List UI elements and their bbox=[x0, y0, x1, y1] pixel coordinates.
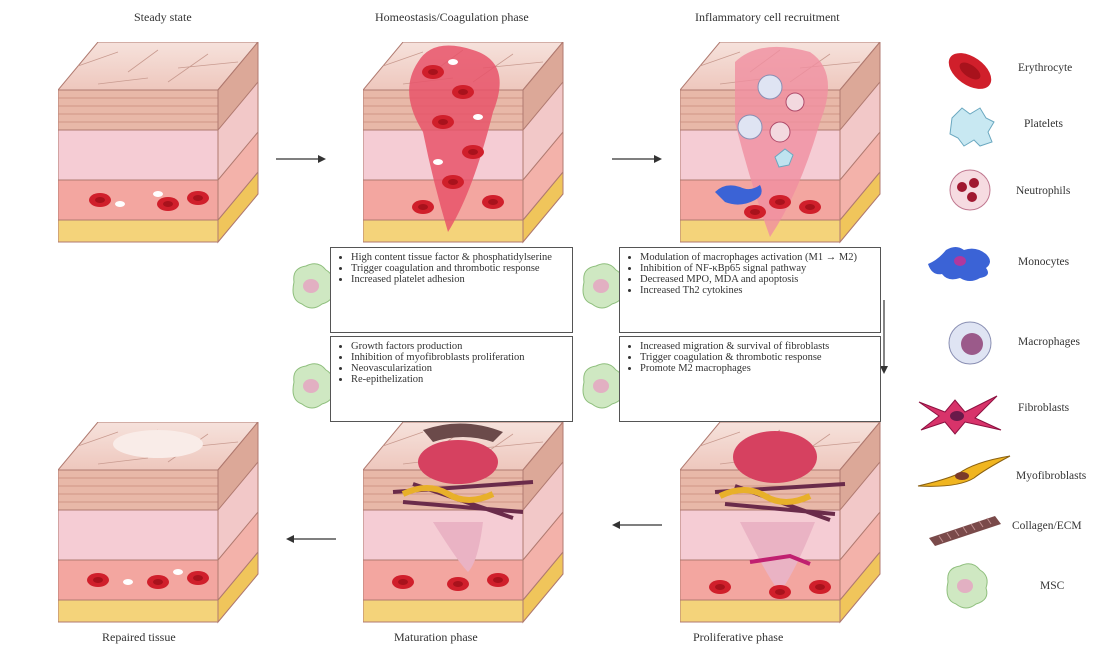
effect-item: Increased migration & survival of fibrob… bbox=[640, 341, 874, 352]
proliferative-effects-box: Increased migration & survival of fibrob… bbox=[619, 336, 881, 422]
legend-label-erythrocyte: Erythrocyte bbox=[1018, 62, 1072, 74]
panel-title-steady: Steady state bbox=[134, 10, 192, 25]
msc-icon bbox=[288, 262, 336, 310]
skin-block-proliferative bbox=[680, 422, 890, 627]
msc-icon bbox=[288, 362, 336, 410]
legend-label-msc: MSC bbox=[1040, 580, 1064, 592]
legend-label-macrophages: Macrophages bbox=[1018, 336, 1080, 348]
skin-block-inflammatory bbox=[680, 42, 890, 247]
arrow-coag-to-inflam bbox=[612, 152, 664, 166]
panel-title-maturation: Maturation phase bbox=[394, 630, 478, 645]
skin-block-steady bbox=[58, 42, 268, 247]
effect-item: High content tissue factor & phosphatidy… bbox=[351, 252, 566, 263]
collagen-icon bbox=[925, 508, 1005, 548]
skin-block-maturation bbox=[363, 422, 573, 627]
legend-label-fibroblasts: Fibroblasts bbox=[1018, 402, 1069, 414]
macrophage-icon bbox=[940, 318, 1000, 368]
effect-item: Re-epithelization bbox=[351, 374, 566, 385]
panel-title-repaired: Repaired tissue bbox=[102, 630, 176, 645]
platelet-icon bbox=[940, 98, 1000, 153]
legend-label-monocytes: Monocytes bbox=[1018, 256, 1069, 268]
arrow-steady-to-coag bbox=[276, 152, 328, 166]
panel-title-coagulation: Homeostasis/Coagulation phase bbox=[375, 10, 529, 25]
legend-label-collagen: Collagen/ECM bbox=[1012, 520, 1082, 532]
panel-title-proliferative: Proliferative phase bbox=[693, 630, 783, 645]
maturation-effects-box: Growth factors production Inhibition of … bbox=[330, 336, 573, 422]
coagulation-effects-box: High content tissue factor & phosphatidy… bbox=[330, 247, 573, 333]
effect-item: Neovascularization bbox=[351, 363, 566, 374]
panel-title-inflammatory: Inflammatory cell recruitment bbox=[695, 10, 840, 25]
monocyte-icon bbox=[920, 236, 1000, 286]
effect-item: Increased Th2 cytokines bbox=[640, 285, 874, 296]
fibroblast-icon bbox=[915, 390, 1005, 440]
skin-block-coagulation bbox=[363, 42, 573, 247]
effect-item: Modulation of macrophages activation (M1… bbox=[640, 252, 874, 263]
effect-item: Promote M2 macrophages bbox=[640, 363, 874, 374]
inflammatory-effects-box: Modulation of macrophages activation (M1… bbox=[619, 247, 881, 333]
effect-item: Trigger coagulation & thrombotic respons… bbox=[640, 352, 874, 363]
myofibroblast-icon bbox=[914, 452, 1014, 496]
effect-item: Decreased MPO, MDA and apoptosis bbox=[640, 274, 874, 285]
legend-label-platelets: Platelets bbox=[1024, 118, 1063, 130]
effect-item: Trigger coagulation and thrombotic respo… bbox=[351, 263, 566, 274]
skin-block-repaired bbox=[58, 422, 268, 627]
effect-item: Increased platelet adhesion bbox=[351, 274, 566, 285]
arrow-matur-to-repaired bbox=[284, 532, 336, 546]
effect-item: Inhibition of NF-κBp65 signal pathway bbox=[640, 263, 874, 274]
legend-label-myofibroblasts: Myofibroblasts bbox=[1016, 470, 1086, 482]
legend-label-neutrophils: Neutrophils bbox=[1016, 185, 1070, 197]
arrow-prolif-to-matur bbox=[610, 518, 662, 532]
effect-item: Growth factors production bbox=[351, 341, 566, 352]
neutrophil-icon bbox=[940, 165, 1000, 215]
msc-icon bbox=[936, 556, 996, 616]
effect-item: Inhibition of myofibroblasts proliferati… bbox=[351, 352, 566, 363]
erythrocyte-icon bbox=[940, 46, 1000, 96]
